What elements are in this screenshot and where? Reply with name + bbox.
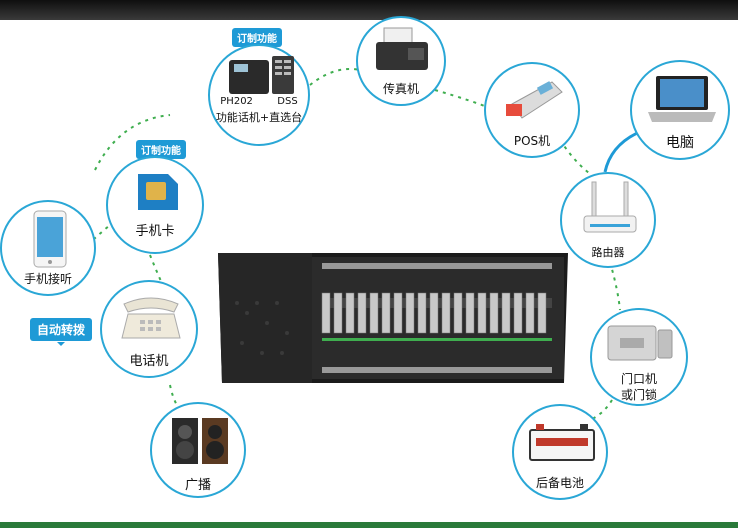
pos-terminal-icon: [506, 81, 563, 119]
mobile-answer-label: 手机接听: [23, 272, 72, 286]
node-pos: POS机: [484, 62, 580, 158]
dash-ph202-fax: [309, 68, 361, 86]
door-label-line1: 门口机: [620, 372, 657, 386]
dash-router-door: [609, 261, 621, 311]
node-broadcast: 广播: [150, 402, 246, 498]
auto-transfer-badge: 自动转拨: [30, 318, 93, 346]
broadcast-label: 广播: [184, 478, 211, 493]
pos-label: POS机: [513, 134, 551, 148]
sim-card-icon: [138, 174, 178, 210]
top-dark-bar: [0, 0, 738, 20]
smartphone-icon: [33, 210, 67, 268]
telephone-icon: [121, 297, 181, 339]
node-mobile-answer: 手机接听: [0, 200, 96, 296]
fax-label: 传真机: [382, 82, 419, 96]
node-battery: 后备电池: [512, 404, 608, 500]
battery-icon: [529, 424, 595, 461]
bottom-green-bar: [0, 522, 738, 528]
speaker-icon: [172, 418, 228, 464]
door-lock-icon: [607, 325, 673, 361]
door-label-line2: 或门锁: [620, 388, 657, 402]
fax-machine-icon: [376, 27, 428, 70]
node-sim-card: 手机卡: [106, 156, 204, 254]
node-fax: 传真机: [356, 16, 446, 106]
dss-label: DSS: [277, 96, 298, 107]
router-label: 路由器: [591, 246, 625, 259]
node-ph202-dss: PH202 DSS 功能话机+直选台: [208, 44, 310, 146]
desk-phone-dss-icon: [229, 56, 294, 94]
node-router: 路由器: [560, 172, 656, 268]
battery-label: 后备电池: [535, 476, 584, 490]
computer-label: 电脑: [666, 135, 694, 151]
node-telephone: 电话机: [100, 280, 198, 378]
router-icon: [583, 181, 637, 233]
laptop-icon: [648, 76, 716, 122]
node-door-lock: 门口机 或门锁: [590, 308, 688, 406]
dash-sim-ph202: [94, 114, 171, 171]
node-computer: 电脑: [630, 60, 730, 160]
ph202-dss-caption: 功能话机+直选台: [215, 111, 303, 124]
sim-card-label: 手机卡: [135, 224, 175, 239]
dash-pos-router: [559, 139, 601, 181]
telephone-label: 电话机: [129, 354, 169, 369]
ph202-label: PH202: [220, 96, 253, 107]
cabinet-device: [212, 243, 574, 393]
